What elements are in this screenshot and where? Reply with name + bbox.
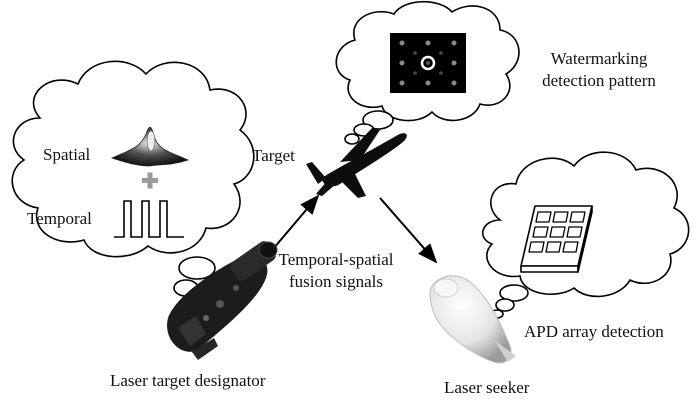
watermark-label-line1: Watermarking [550, 49, 648, 68]
spatial-label: Spatial [43, 145, 91, 164]
arrow-target-to-seeker [379, 197, 438, 264]
apd-array-icon [520, 205, 593, 273]
apd-label: APD array detection [524, 322, 664, 341]
watermark-label-line2: detection pattern [542, 71, 656, 90]
target-label: Target [252, 146, 295, 165]
plus-icon [142, 172, 158, 189]
watermark-pattern-icon [390, 33, 466, 93]
laser-seeker-icon [429, 275, 516, 364]
pulse-train-icon [114, 200, 184, 238]
airplane-icon [306, 128, 407, 198]
left-thought-cloud [11, 60, 255, 303]
spatial-peak-icon [110, 126, 190, 167]
temporal-label: Temporal [27, 209, 92, 228]
laser-designator-icon [167, 241, 278, 360]
designator-label: Laser target designator [110, 371, 266, 390]
fusion-label-line1: Temporal-spatial [278, 250, 394, 269]
fusion-label-line2: fusion signals [289, 272, 383, 291]
seeker-label: Laser seeker [444, 378, 530, 397]
